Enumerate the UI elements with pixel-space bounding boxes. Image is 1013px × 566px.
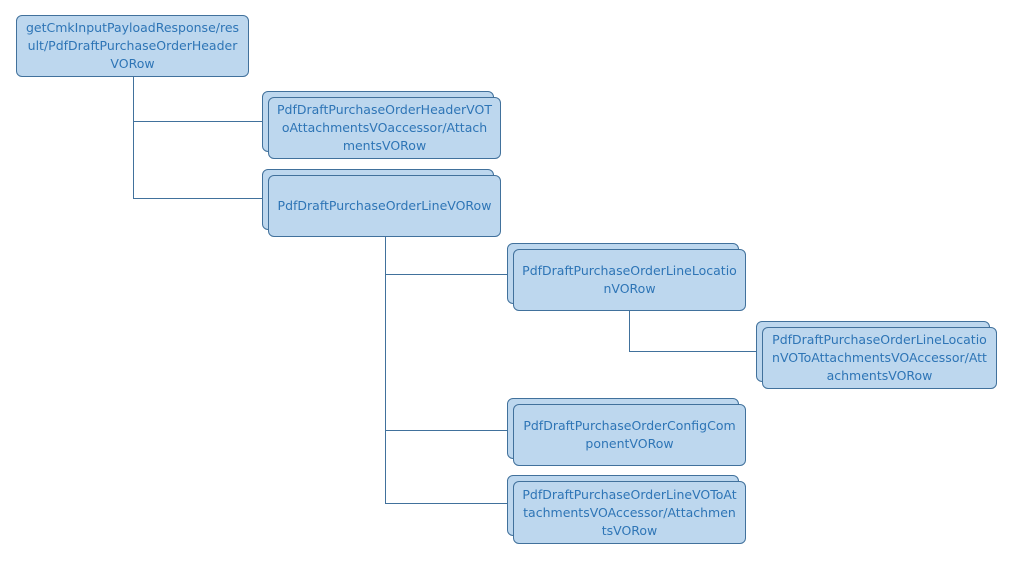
node-config-component: PdfDraftPurchaseOrderConfigComponentVORo… <box>507 398 746 466</box>
node-line-location-attachments: PdfDraftPurchaseOrderLineLocationVOToAtt… <box>756 321 997 389</box>
node-config-component-label: PdfDraftPurchaseOrderConfigComponentVORo… <box>523 418 736 451</box>
node-line-location-label: PdfDraftPurchaseOrderLineLocationVORow <box>522 263 737 296</box>
node-line-box: PdfDraftPurchaseOrderLineVORow <box>268 175 501 237</box>
connector-line-to-line-location <box>385 237 508 275</box>
node-line-attachments-label: PdfDraftPurchaseOrderLineVOToAttachments… <box>522 486 737 538</box>
node-header-attachments-box: PdfDraftPurchaseOrderHeaderVOToAttachmen… <box>268 97 501 159</box>
connector-root-to-header-attachments <box>133 77 262 122</box>
node-line-location: PdfDraftPurchaseOrderLineLocationVORow <box>507 243 746 311</box>
connector-line-location-to-attachments <box>629 311 757 352</box>
node-root-label: getCmkInputPayloadResponse/result/PdfDra… <box>25 20 240 71</box>
node-root-box: getCmkInputPayloadResponse/result/PdfDra… <box>16 15 249 77</box>
node-line-attachments-box: PdfDraftPurchaseOrderLineVOToAttachments… <box>513 481 746 544</box>
node-line: PdfDraftPurchaseOrderLineVORow <box>262 169 501 237</box>
node-config-component-box: PdfDraftPurchaseOrderConfigComponentVORo… <box>513 404 746 466</box>
node-root: getCmkInputPayloadResponse/result/PdfDra… <box>16 15 249 77</box>
node-header-attachments: PdfDraftPurchaseOrderHeaderVOToAttachmen… <box>262 91 501 159</box>
node-header-attachments-label: PdfDraftPurchaseOrderHeaderVOToAttachmen… <box>277 102 492 153</box>
connector-line-to-config-component <box>385 274 508 431</box>
node-line-location-attachments-box: PdfDraftPurchaseOrderLineLocationVOToAtt… <box>762 327 997 389</box>
node-line-location-box: PdfDraftPurchaseOrderLineLocationVORow <box>513 249 746 311</box>
node-line-attachments: PdfDraftPurchaseOrderLineVOToAttachments… <box>507 475 746 544</box>
connector-line-to-line-attachments <box>385 430 508 504</box>
node-line-label: PdfDraftPurchaseOrderLineVORow <box>277 198 492 213</box>
connector-root-to-line <box>133 121 262 199</box>
node-line-location-attachments-label: PdfDraftPurchaseOrderLineLocationVOToAtt… <box>772 332 987 383</box>
